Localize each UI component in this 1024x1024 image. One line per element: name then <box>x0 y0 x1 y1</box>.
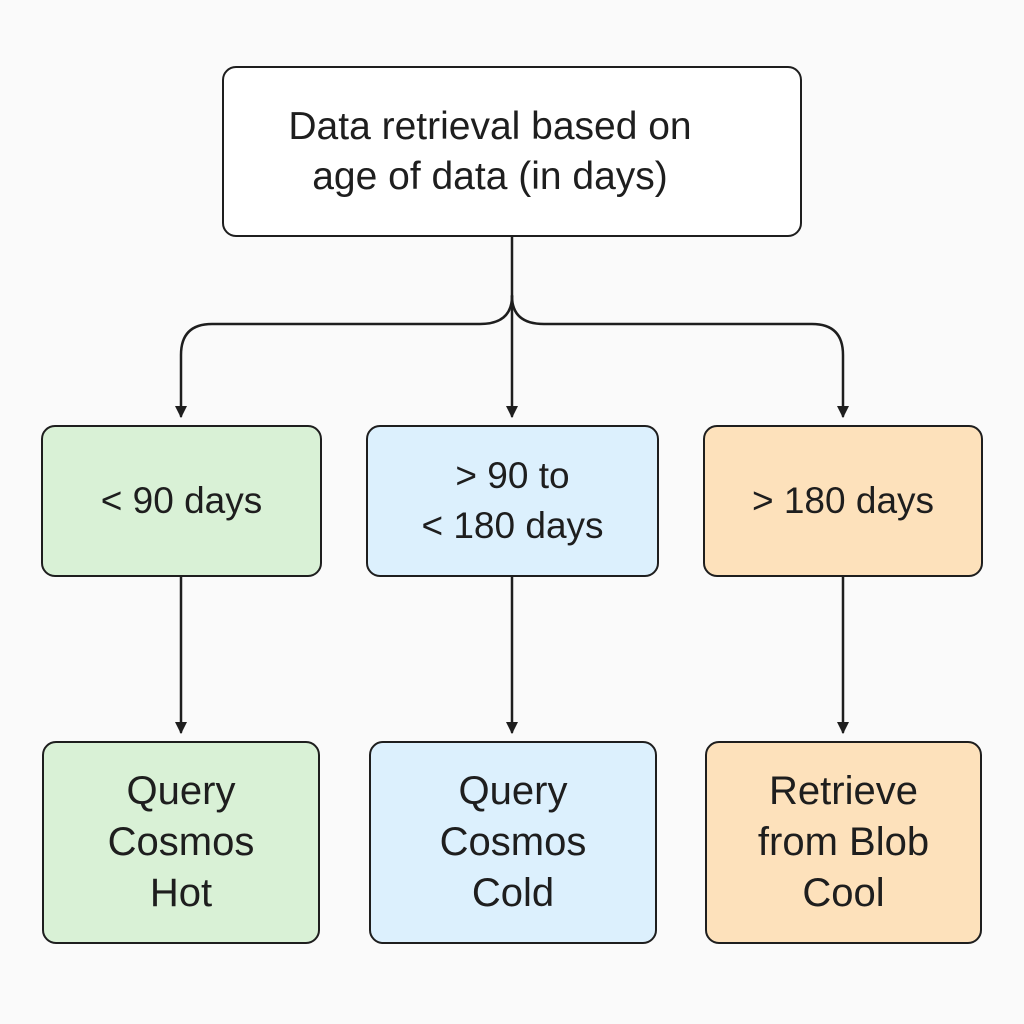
condition-label: > 180 days <box>751 480 935 521</box>
condition-node-90-to-180: > 90 to < 180 days <box>366 425 659 577</box>
branch-connector-right <box>510 294 849 418</box>
root-label: Data retrieval based on age of data (in … <box>288 104 692 198</box>
condition-label: > 90 to < 180 days <box>421 455 604 546</box>
condition-label: < 90 days <box>100 480 263 521</box>
result-node-cosmos-hot: Query Cosmos Hot <box>42 741 320 944</box>
result-node-cosmos-cold: Query Cosmos Cold <box>369 741 657 944</box>
condition-node-gt-180: > 180 days <box>703 425 983 577</box>
result-label: Query Cosmos Cold <box>439 769 587 915</box>
branch-connector-left <box>175 294 514 418</box>
result-label: Query Cosmos Hot <box>107 769 255 915</box>
root-node: Data retrieval based on age of data (in … <box>222 66 802 237</box>
result-label: Retrieve from Blob Cool <box>757 769 930 915</box>
condition-node-lt-90: < 90 days <box>41 425 322 577</box>
result-node-blob-cool: Retrieve from Blob Cool <box>705 741 982 944</box>
